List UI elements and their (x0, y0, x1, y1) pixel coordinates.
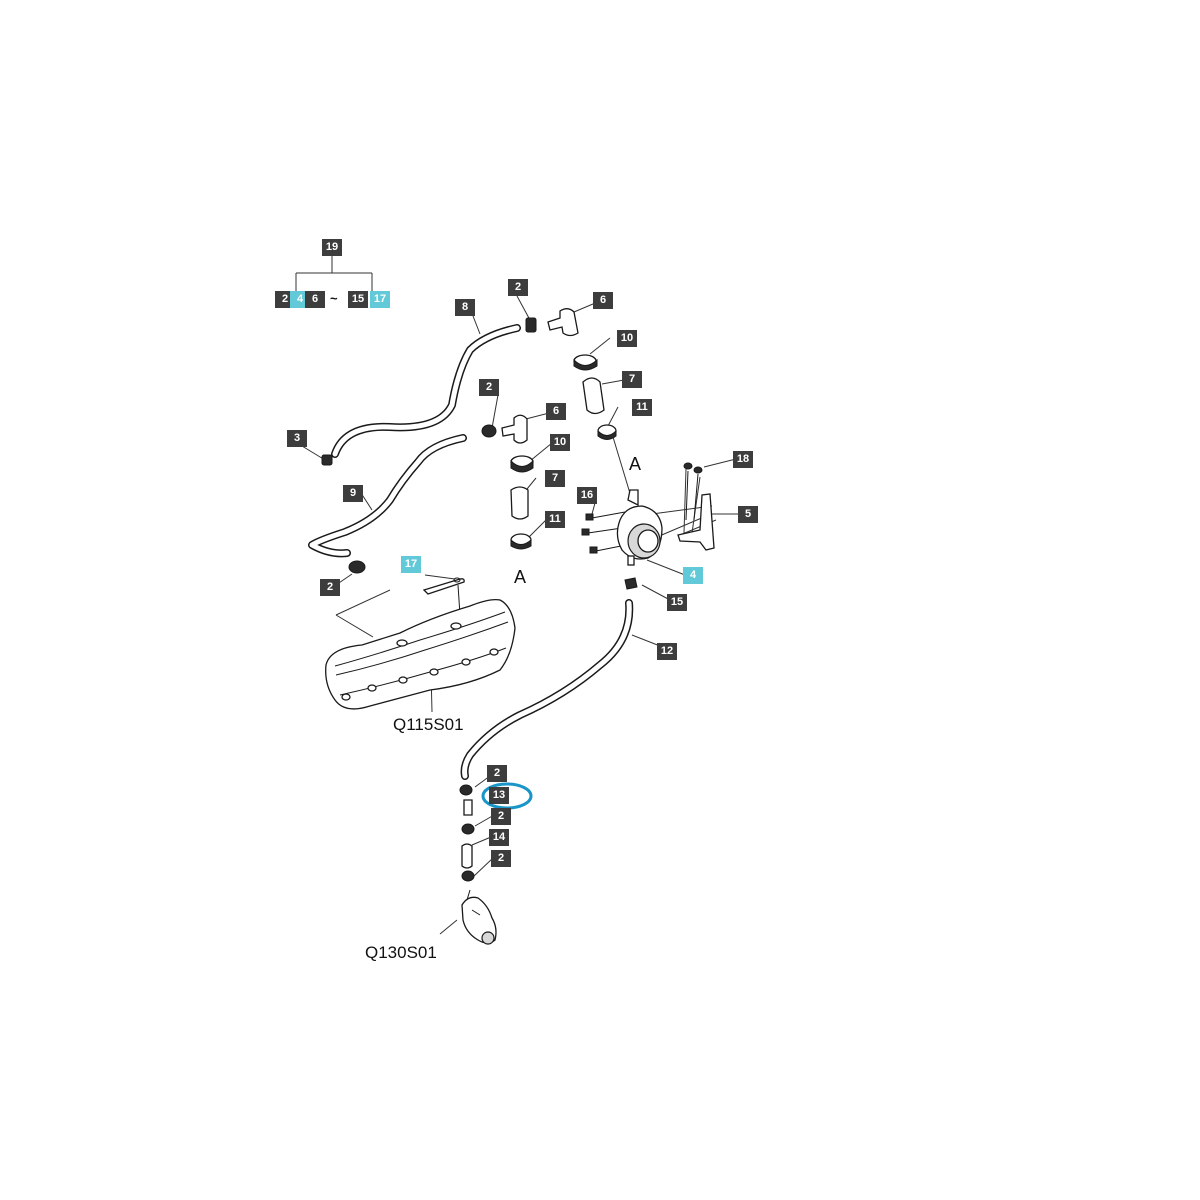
label-18: 18 (733, 451, 753, 468)
label-11-top: 11 (632, 399, 652, 416)
ref-pump-code: Q130S01 (365, 943, 437, 962)
kit-member-15: 15 (348, 291, 368, 308)
label-9: 9 (343, 485, 363, 502)
label-4: 4 (683, 567, 703, 584)
ref-cover-code: Q115S01 (393, 715, 464, 734)
label-15: 15 (667, 594, 687, 611)
label-8: 8 (455, 299, 475, 316)
label-6-top: 6 (593, 292, 613, 309)
label-2-low-c: 2 (491, 850, 511, 867)
connector-a-bottom: A (514, 567, 527, 587)
label-5: 5 (738, 506, 758, 523)
label-10-top: 10 (617, 330, 637, 347)
kit-member-6: 6 (305, 291, 325, 308)
connector-a-top: A (629, 454, 642, 474)
label-12: 12 (657, 643, 677, 660)
label-2-mid: 2 (479, 379, 499, 396)
label-7-top: 7 (622, 371, 642, 388)
label-6-mid: 6 (546, 403, 566, 420)
label-2-low-b: 2 (491, 808, 511, 825)
label-2-top: 2 (508, 279, 528, 296)
label-14: 14 (489, 829, 509, 846)
kit-member-17: 17 (370, 291, 390, 308)
label-7-mid: 7 (545, 470, 565, 487)
label-3: 3 (287, 430, 307, 447)
kit-range-symbol: ~ (330, 291, 338, 306)
kit-parent-label: 19 (322, 239, 342, 256)
label-16: 16 (577, 487, 597, 504)
label-2-low-a: 2 (487, 765, 507, 782)
label-10-mid: 10 (550, 434, 570, 451)
label-13: 13 (489, 787, 509, 804)
label-2-cover: 2 (320, 579, 340, 596)
label-11-mid: 11 (545, 511, 565, 528)
label-17: 17 (401, 556, 421, 573)
